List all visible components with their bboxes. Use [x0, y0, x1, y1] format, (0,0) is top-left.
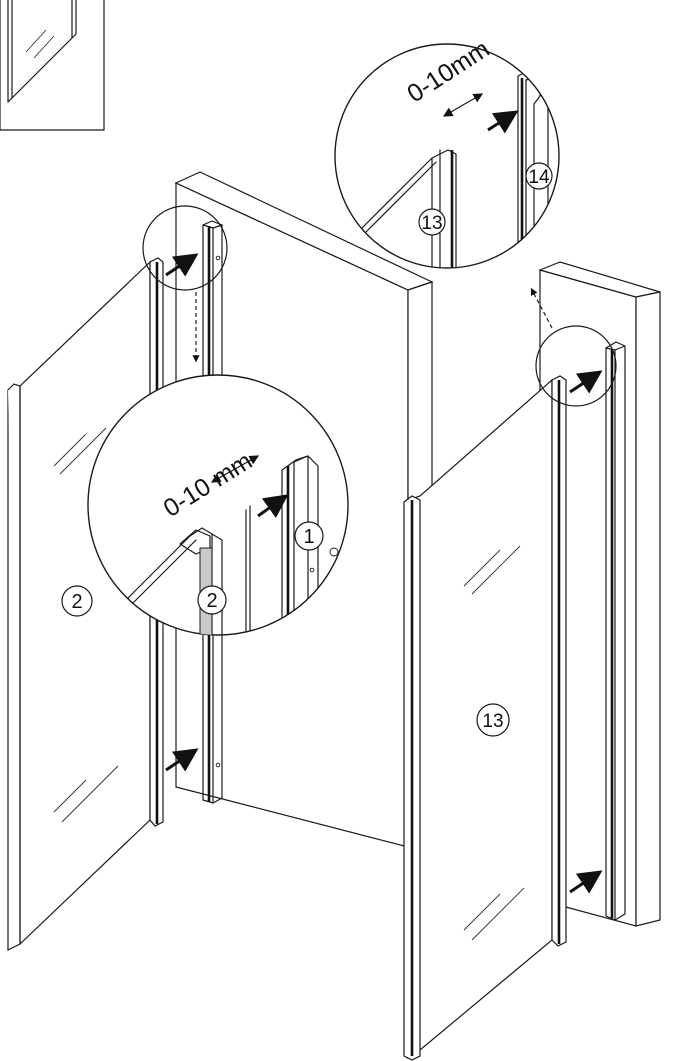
arrow-icon	[165, 748, 199, 772]
arrow-icon	[487, 110, 519, 134]
magnifier-circle-icon	[535, 325, 617, 407]
arrow-icon	[569, 870, 603, 894]
arrow-icon	[165, 253, 199, 277]
dashed-arrow-icon	[530, 287, 553, 329]
part-number-2-detail: 2	[206, 590, 217, 612]
middle-detail-bubble: 0-10 mm 2 1	[87, 374, 349, 636]
part-number-2: 2	[71, 591, 82, 613]
magnifier-circle-icon	[142, 205, 228, 291]
arrow-icon	[257, 494, 289, 518]
panel-labels: 2 13	[61, 585, 510, 737]
part-number-1: 1	[303, 526, 314, 548]
part-number-14: 14	[528, 167, 550, 188]
part-number-13-panel: 13	[482, 711, 503, 732]
previous-step-thumbnail	[0, 0, 105, 131]
arrow-icon	[569, 370, 603, 394]
mounting-arrows	[165, 253, 603, 894]
part-number-13: 13	[421, 213, 442, 234]
